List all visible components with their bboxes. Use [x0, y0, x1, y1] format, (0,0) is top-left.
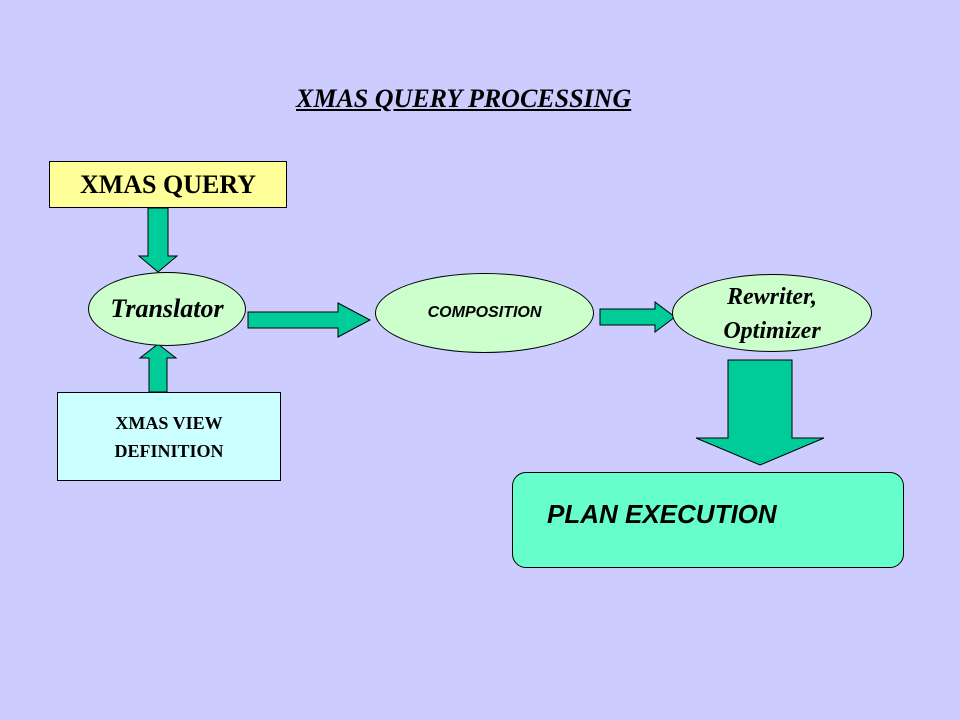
rewriter-line-1: Rewriter,: [726, 284, 817, 310]
view-definition-line-1: XMAS VIEW: [115, 412, 223, 433]
diagram-title: XMAS QUERY PROCESSING: [296, 84, 632, 113]
arrow-composition-to-rewriter: [599, 301, 676, 333]
rewriter-line-2: Optimizer: [723, 318, 821, 344]
translator-node: Translator: [88, 272, 246, 346]
plan-execution-box: PLAN EXECUTION: [512, 472, 904, 568]
arrow-rewriter-to-plan: [695, 359, 825, 466]
xmas-view-definition-box: XMAS VIEW DEFINITION: [57, 392, 281, 481]
composition-node: COMPOSITION: [375, 273, 594, 353]
plan-execution-label: PLAN EXECUTION: [547, 499, 777, 529]
translator-label: Translator: [110, 294, 224, 323]
arrow-view-to-translator: [138, 343, 178, 393]
xmas-query-label: XMAS QUERY: [79, 169, 257, 199]
xmas-query-box: XMAS QUERY: [49, 161, 287, 208]
rewriter-optimizer-node: Rewriter, Optimizer: [672, 274, 872, 352]
arrow-query-to-translator: [137, 207, 179, 273]
arrow-translator-to-composition: [247, 302, 372, 338]
composition-label: COMPOSITION: [427, 304, 542, 321]
view-definition-line-2: DEFINITION: [114, 440, 224, 461]
